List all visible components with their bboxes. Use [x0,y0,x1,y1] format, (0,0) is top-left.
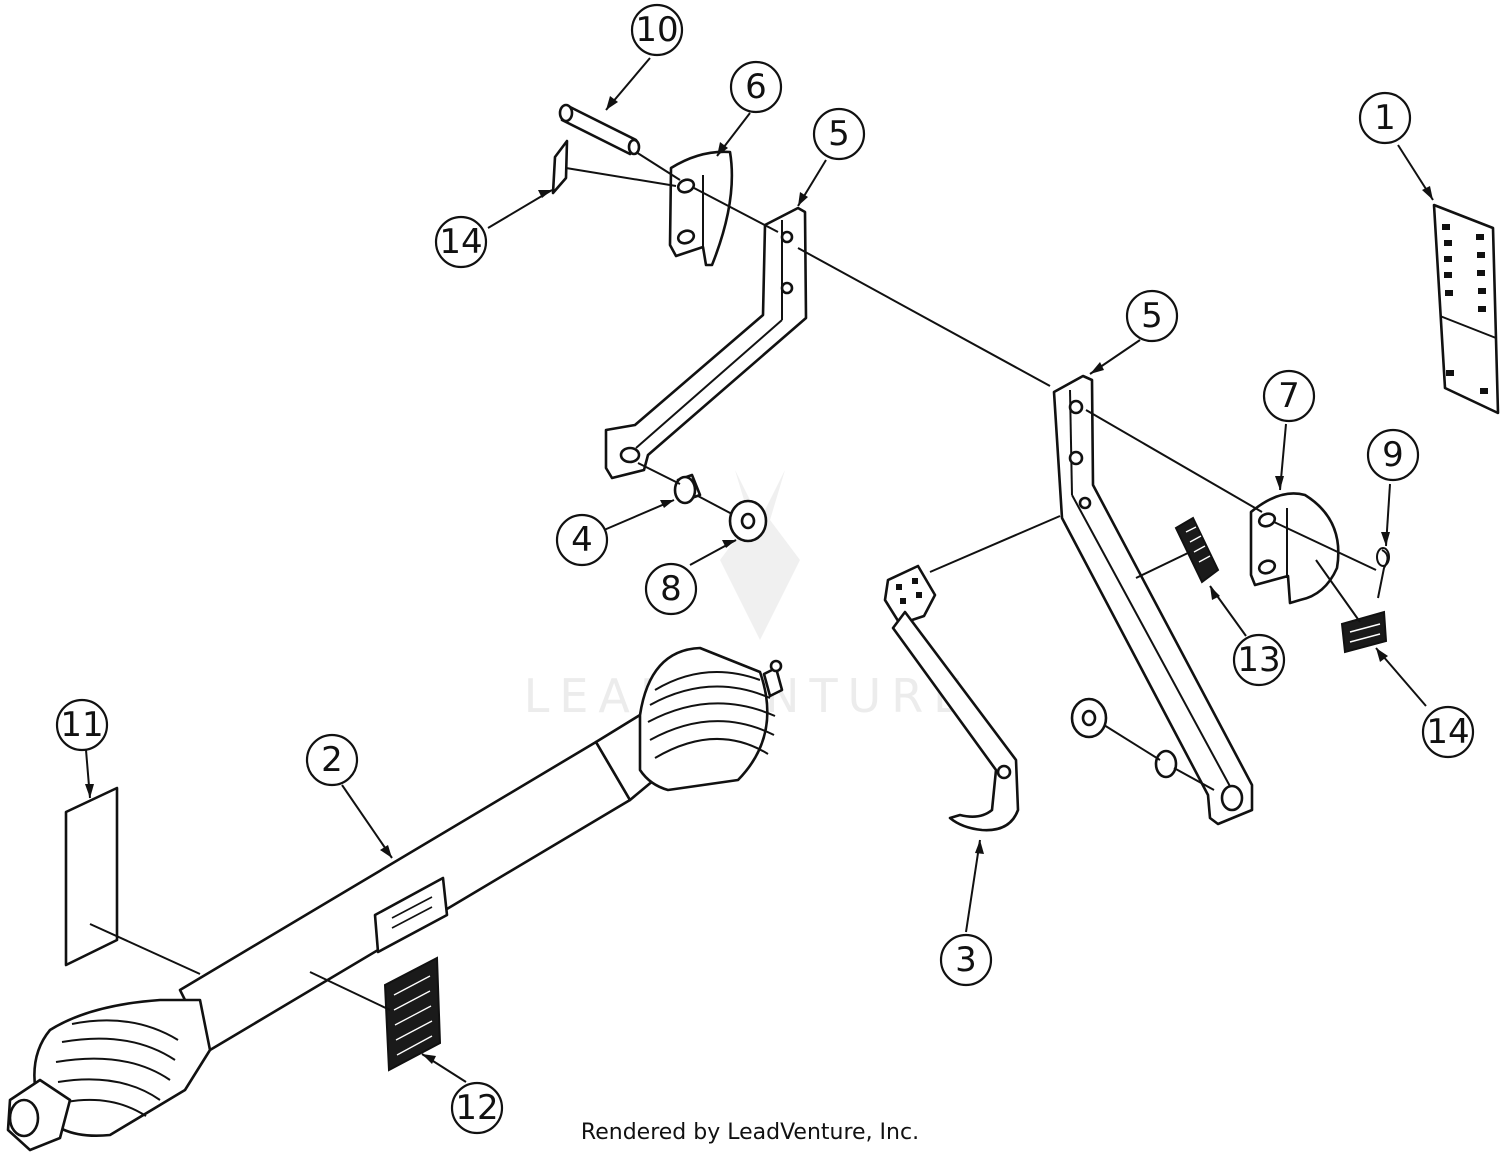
svg-text:12: 12 [455,1088,498,1128]
svg-text:2: 2 [321,740,343,780]
assembly-lines [89,151,1377,1011]
svg-text:14: 14 [1426,712,1469,752]
svg-text:5: 5 [828,114,850,154]
washer-lower [1070,697,1108,739]
callout-13: 13 [1232,633,1286,687]
svg-text:6: 6 [745,67,767,107]
part-5-bracket-upper [604,206,808,480]
part-6-shield [668,150,734,267]
part-2-pto-driveshaft [6,646,784,1152]
leader-arrowheads [85,96,1433,1064]
callout-12: 12 [450,1081,504,1135]
part-5-bracket-lower [1052,374,1254,826]
part-14-decal-top [551,139,569,195]
part-7-shield [1249,492,1340,605]
part-11-decal [64,786,119,967]
part-8-washer [728,499,768,543]
callout-1: 1 [1358,91,1412,145]
part-13-decal [1174,516,1220,584]
svg-text:9: 9 [1382,435,1404,475]
svg-text:11: 11 [60,705,103,745]
svg-text:14: 14 [439,222,482,262]
svg-text:7: 7 [1278,376,1300,416]
callout-7: 7 [1262,369,1316,423]
svg-text:3: 3 [955,940,977,980]
callout-4: 4 [555,513,609,567]
callout-14-right: 14 [1421,705,1475,759]
part-1-decal-sheet [1432,203,1500,415]
part-9-hair-pin [1376,547,1390,599]
svg-text:1: 1 [1374,98,1396,138]
spacer-lower [1154,749,1178,779]
svg-text:8: 8 [660,569,682,609]
callout-9: 9 [1366,428,1420,482]
callout-11: 11 [55,698,109,752]
svg-text:4: 4 [571,520,593,560]
callout-8: 8 [644,562,698,616]
part-12-decal [383,956,442,1072]
callout-10: 10 [630,3,684,57]
callout-14-top: 14 [434,215,488,269]
render-credit: Rendered by LeadVenture, Inc. [580,1120,920,1145]
part-10-pin [558,103,641,156]
svg-text:5: 5 [1141,296,1163,336]
part-3-hook-chain [883,564,1020,832]
callout-6: 6 [729,60,783,114]
callout-2: 2 [305,733,359,787]
svg-text:13: 13 [1237,640,1280,680]
callout-3: 3 [939,933,993,987]
part-14-decal-right [1340,610,1388,654]
callout-5-lower: 5 [1125,289,1179,343]
part-4-spacer [673,473,702,505]
callout-5-upper: 5 [812,107,866,161]
svg-text:10: 10 [635,10,678,50]
